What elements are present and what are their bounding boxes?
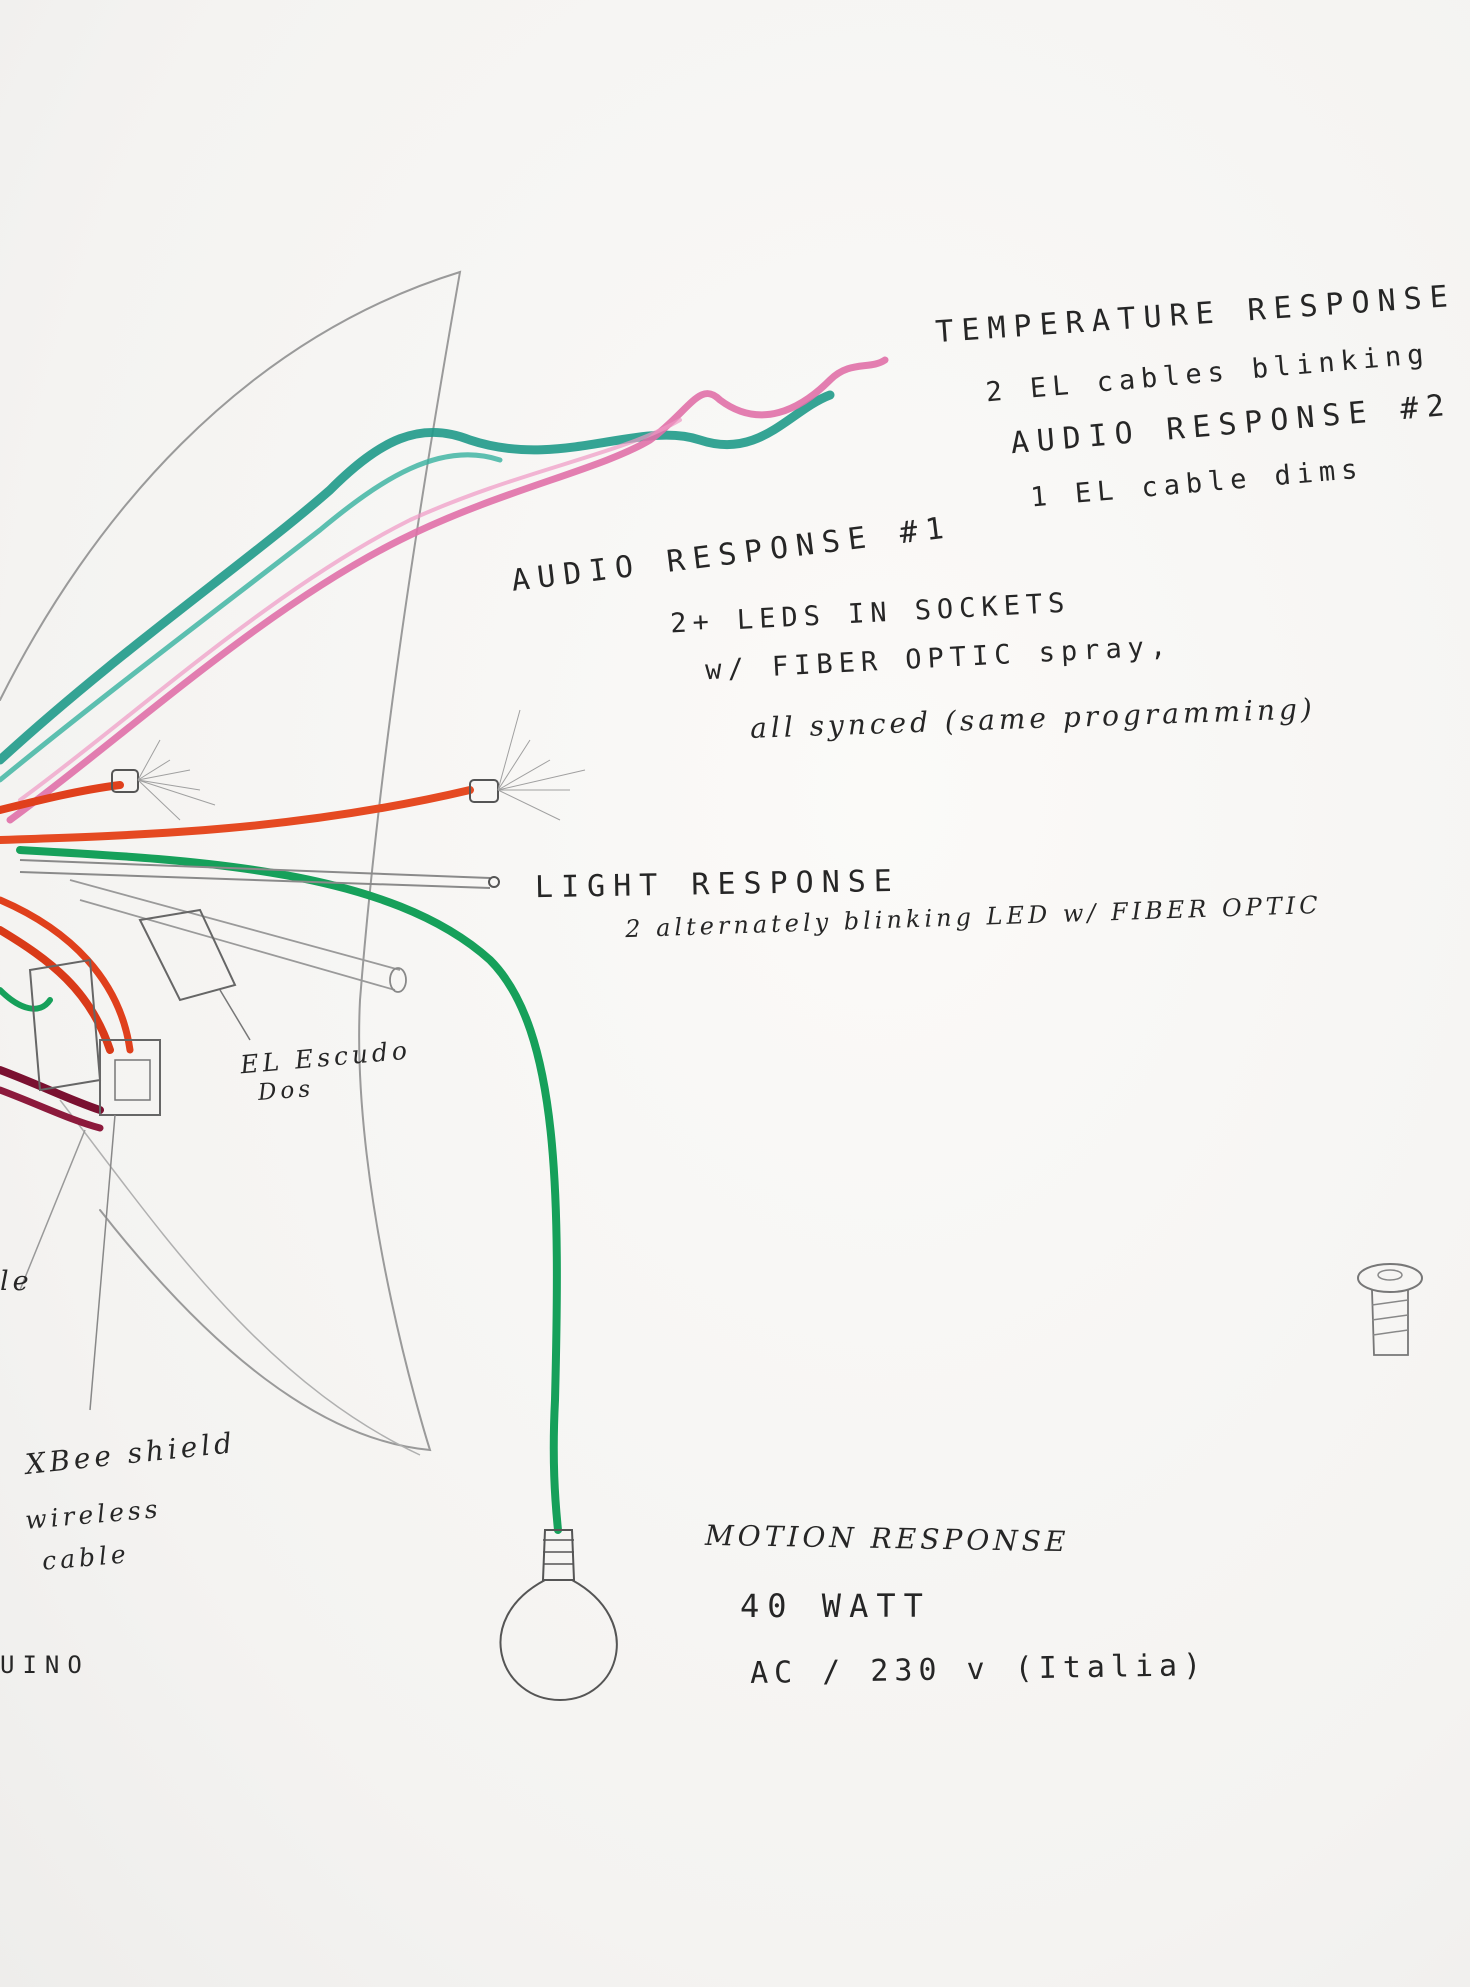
fiber-optic-tube-2 [19, 871, 491, 889]
maroon-cable-2 [0, 1086, 104, 1132]
el-escudo-board [138, 908, 237, 1002]
cable-label-fragment: le [0, 1266, 33, 1297]
teal-el-cable [0, 390, 835, 765]
red-led-cable-3 [0, 926, 114, 1054]
pink-el-cable-strand [18, 418, 682, 802]
led-socket-icon [469, 709, 586, 821]
screw-icon [1357, 1263, 1423, 1356]
red-led-cable-1 [0, 781, 124, 814]
led-socket-icon [111, 739, 216, 821]
pencil-wing-outline [0, 270, 462, 1452]
motion-response-title: MOTION RESPONSE [704, 1518, 1070, 1559]
xbee-box-inner [114, 1059, 151, 1101]
red-led-cable-2 [0, 786, 474, 844]
arduino-label-fragment: UINO [0, 1651, 90, 1679]
xbee-leader [89, 1114, 116, 1411]
pencil-tube-2 [69, 879, 401, 991]
maroon-cable-1 [0, 1066, 104, 1114]
xbee-box [99, 1039, 161, 1116]
green-bulb-cable [16, 846, 562, 1534]
teal-el-cable-strand [0, 452, 503, 783]
el-escudo-label-2: Dos [257, 1076, 315, 1106]
motion-watt: 40 WATT [740, 1587, 931, 1625]
fiber-optic-end [488, 876, 500, 888]
green-short-cable [0, 987, 53, 1012]
pencil-tube-end [389, 967, 407, 993]
pink-el-cable [6, 356, 889, 824]
light-response-title: LIGHT RESPONSE [534, 863, 901, 906]
fiber-optic-tube [19, 859, 491, 879]
el-escudo-leader [219, 989, 251, 1041]
pencil-wing-line [59, 1099, 421, 1456]
light-bulb-icon [499, 1529, 618, 1702]
motion-voltage: AC / 230 v (Italia) [749, 1648, 1208, 1691]
xbee-cable-label: cable [40, 1539, 131, 1576]
cable-leader [19, 1129, 86, 1291]
